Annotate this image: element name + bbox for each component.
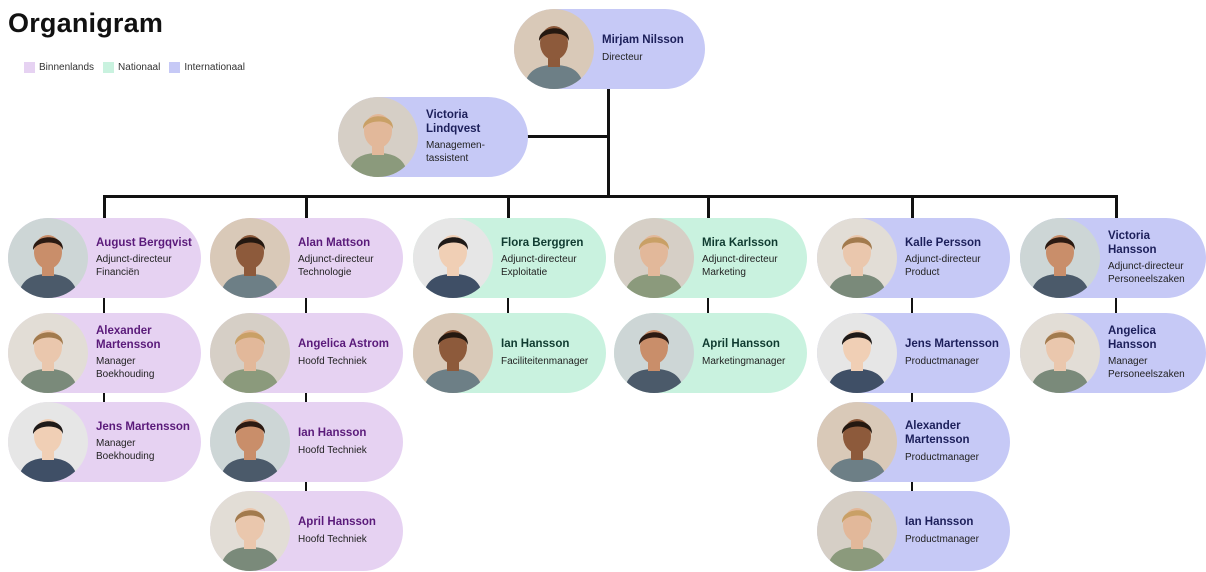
node-role: Faciliteitenmanager — [501, 355, 589, 367]
connector-col2-down — [305, 298, 307, 492]
connector-col3 — [507, 195, 510, 219]
portrait-photo — [8, 218, 88, 298]
connector-director-trunk — [607, 88, 610, 196]
node-name: Alexander Martensson — [96, 324, 161, 351]
node-name: Victoria Lindqvest — [426, 108, 481, 135]
portrait-photo — [1020, 218, 1100, 298]
node-name: Ian Hansson — [501, 337, 570, 350]
node-name: Kalle Persson — [905, 236, 982, 249]
portrait-photo — [817, 218, 897, 298]
node-role: Adjunct-directeur Marketing — [702, 254, 778, 278]
connector-col6-down — [1115, 298, 1117, 314]
portrait-photo — [413, 313, 493, 393]
connector-horizontal-bar — [104, 195, 1118, 198]
node-role: Adjunct-directeur Product — [905, 254, 981, 278]
node-role: Productmanager — [905, 451, 979, 463]
node-role: Adjunct-directeur Financiën — [96, 254, 172, 278]
node-name: Flora Berggren — [501, 236, 584, 249]
node-role: Productmanager — [905, 533, 979, 545]
node-name: Victoria Hansson — [1108, 229, 1157, 256]
node-role: Directeur — [602, 51, 643, 63]
connector-col6 — [1115, 195, 1118, 219]
portrait-photo — [817, 313, 897, 393]
node-role: Managemen- tassistent — [426, 140, 485, 164]
connector-col1 — [103, 195, 106, 219]
legend-label-nationaal: Nationaal — [118, 62, 161, 73]
connector-col3-down — [507, 298, 509, 314]
portrait-photo — [817, 402, 897, 482]
node-role: Productmanager — [905, 355, 979, 367]
node-name: Alexander Martensson — [905, 419, 970, 446]
legend-label-binnenlands: Binnenlands — [39, 62, 95, 73]
portrait-photo — [8, 313, 88, 393]
node-role: Adjunct-directeur Personeelszaken — [1108, 261, 1185, 285]
connector-col5 — [911, 195, 914, 219]
portrait-photo — [338, 97, 418, 177]
legend: Binnenlands Nationaal Internationaal — [24, 62, 254, 73]
node-name: April Hansson — [298, 515, 376, 528]
node-role: Adjunct-directeur Technologie — [298, 254, 374, 278]
node-role: Adjunct-directeur Exploitatie — [501, 254, 577, 278]
portrait-photo — [210, 402, 290, 482]
portrait-photo — [210, 491, 290, 571]
legend-label-internationaal: Internationaal — [184, 62, 245, 73]
node-name: Mirjam Nilsson — [602, 33, 684, 46]
legend-swatch-nationaal — [103, 62, 115, 73]
node-name: Ian Hansson — [298, 426, 367, 439]
node-name: Jens Martensson — [96, 420, 190, 433]
node-role: Manager Personeelszaken — [1108, 356, 1185, 380]
node-name: August Bergqvist — [96, 236, 192, 249]
portrait-photo — [614, 218, 694, 298]
legend-swatch-binnenlands — [24, 62, 35, 73]
node-name: April Hansson — [702, 337, 780, 350]
node-name: Jens Martensson — [905, 337, 999, 350]
portrait-photo — [514, 9, 594, 89]
portrait-photo — [210, 218, 290, 298]
connector-col5-down — [911, 298, 913, 492]
connector-col2 — [305, 195, 308, 219]
node-role: Hoofd Techniek — [298, 355, 367, 367]
legend-swatch-internationaal — [169, 62, 181, 73]
portrait-photo — [1020, 313, 1100, 393]
portrait-photo — [8, 402, 88, 482]
connector-col4-down — [707, 298, 709, 314]
chart-title: Organigram — [8, 8, 164, 38]
portrait-photo — [210, 313, 290, 393]
portrait-photo — [413, 218, 493, 298]
node-role: Manager Boekhouding — [96, 438, 155, 462]
connector-assistant — [527, 135, 609, 138]
node-name: Ian Hansson — [905, 515, 974, 528]
node-role: Marketingmanager — [702, 355, 786, 367]
portrait-photo — [614, 313, 694, 393]
node-role: Manager Boekhouding — [96, 356, 155, 380]
portrait-photo — [817, 491, 897, 571]
node-name: Alan Mattson — [298, 236, 371, 249]
node-role: Hoofd Techniek — [298, 533, 367, 545]
node-name: Angelica Hansson — [1108, 324, 1157, 351]
node-name: Mira Karlsson — [702, 236, 779, 249]
node-role: Hoofd Techniek — [298, 444, 367, 456]
node-name: Angelica Astrom — [298, 337, 389, 350]
connector-col4 — [707, 195, 710, 219]
